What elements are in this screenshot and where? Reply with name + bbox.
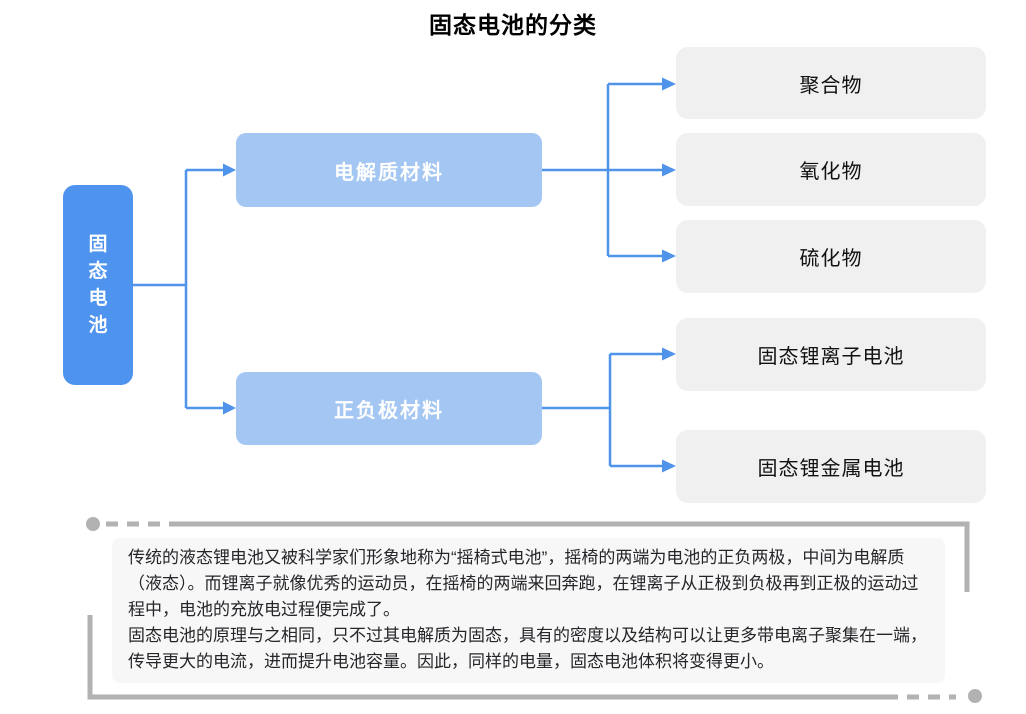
node-leaf-label: 氧化物 — [799, 161, 863, 183]
node-root-label: 固态电池 — [88, 234, 108, 336]
node-leaf-oxide: 氧化物 — [676, 133, 986, 206]
node-leaf-polymer: 聚合物 — [676, 47, 986, 119]
node-leaf-solid-state-li-metal-battery: 固态锂金属电池 — [676, 430, 986, 503]
note-panel: 传统的液态锂电池又被科学家们形象地称为“摇椅式电池”，摇椅的两端为电池的正负两极… — [112, 538, 945, 683]
node-branch-label: 电解质材料 — [334, 161, 444, 184]
note-paragraph-solid-battery: 固态电池的原理与之相同，只不过其电解质为固态，具有的密度以及结构可以让更多带电离… — [128, 626, 927, 671]
node-leaf-label: 固态锂金属电池 — [757, 458, 905, 480]
note-paragraph-liquid-battery: 传统的液态锂电池又被科学家们形象地称为“摇椅式电池”，摇椅的两端为电池的正负两极… — [128, 548, 919, 619]
node-root-solid-state-battery: 固态电池 — [63, 185, 133, 385]
node-leaf-sulfide: 硫化物 — [676, 220, 986, 293]
page-title: 固态电池的分类 — [429, 12, 597, 38]
node-branch-label: 正负极材料 — [334, 400, 444, 422]
node-leaf-label: 固态锂离子电池 — [757, 346, 905, 368]
node-leaf-label: 硫化物 — [799, 248, 863, 270]
node-leaf-label: 聚合物 — [799, 74, 863, 97]
node-branch-electrolyte-materials: 电解质材料 — [236, 133, 542, 207]
node-leaf-solid-state-li-ion-battery: 固态锂离子电池 — [676, 318, 986, 391]
node-branch-electrode-materials: 正负极材料 — [236, 372, 542, 445]
